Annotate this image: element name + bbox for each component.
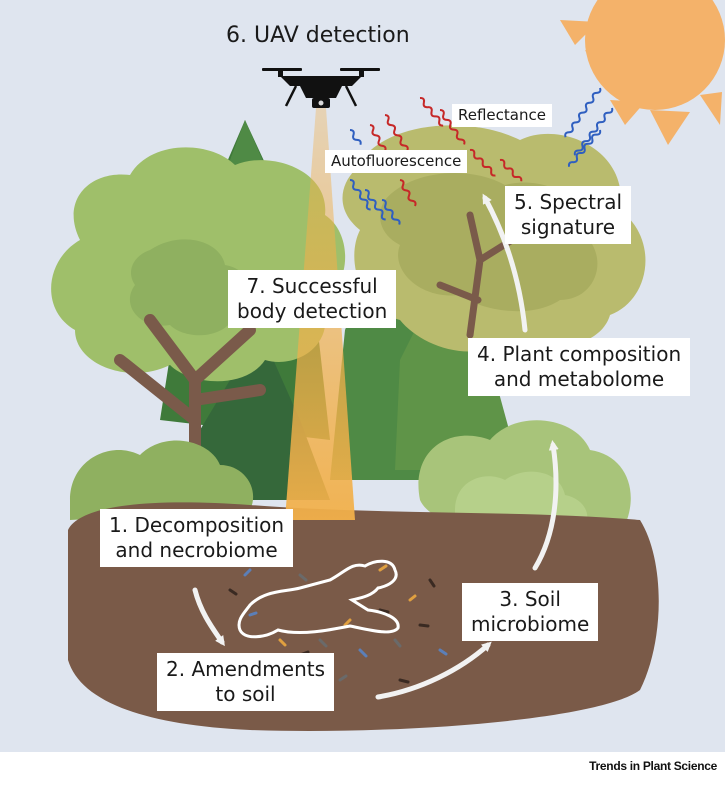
decomposition-line-2: and necrobiome bbox=[115, 538, 278, 562]
sun-icon bbox=[560, 0, 725, 145]
journal-credit: Trends in Plant Science bbox=[589, 759, 717, 773]
arrow-icon bbox=[375, 641, 492, 700]
wave-icon bbox=[349, 87, 614, 225]
plant-line-2: and metabolome bbox=[493, 367, 665, 391]
body-detection-line-2: body detection bbox=[237, 299, 388, 323]
spectral-line-2: signature bbox=[520, 215, 616, 239]
amendments-label: 2. Amendments to soil bbox=[157, 653, 335, 711]
plant-line-1: 4. Plant composition bbox=[477, 342, 682, 366]
body-detection-line-1: 7. Successful bbox=[246, 274, 378, 298]
arrow-icon bbox=[192, 587, 225, 647]
arrow-icon bbox=[532, 440, 559, 571]
amendments-line-2: to soil bbox=[215, 682, 276, 706]
decomposition-label: 1. Decomposition and necrobiome bbox=[100, 509, 294, 567]
body-detection-label: 7. Successful body detection bbox=[228, 270, 397, 328]
soil-microbiome-line-2: microbiome bbox=[471, 612, 590, 636]
soil-microbiome-line-1: 3. Soil bbox=[499, 587, 561, 611]
plant-composition-label: 4. Plant composition and metabolome bbox=[468, 338, 691, 396]
decomposition-line-1: 1. Decomposition bbox=[109, 513, 285, 537]
spectral-line-1: 5. Spectral bbox=[514, 190, 623, 214]
footer-strip bbox=[0, 752, 725, 786]
arrow-icon bbox=[482, 193, 528, 333]
drone-icon bbox=[262, 68, 380, 108]
autofluorescence-label: Autofluorescence bbox=[325, 150, 468, 173]
reflectance-label: Reflectance bbox=[452, 104, 552, 127]
spectral-signature-label: 5. Spectral signature bbox=[505, 186, 632, 244]
soil-microbiome-label: 3. Soil microbiome bbox=[462, 583, 599, 641]
body-outline-icon bbox=[237, 559, 400, 639]
amendments-line-1: 2. Amendments bbox=[166, 657, 326, 681]
process-arrows bbox=[192, 193, 559, 700]
uav-detection-label: 6. UAV detection bbox=[226, 23, 410, 48]
